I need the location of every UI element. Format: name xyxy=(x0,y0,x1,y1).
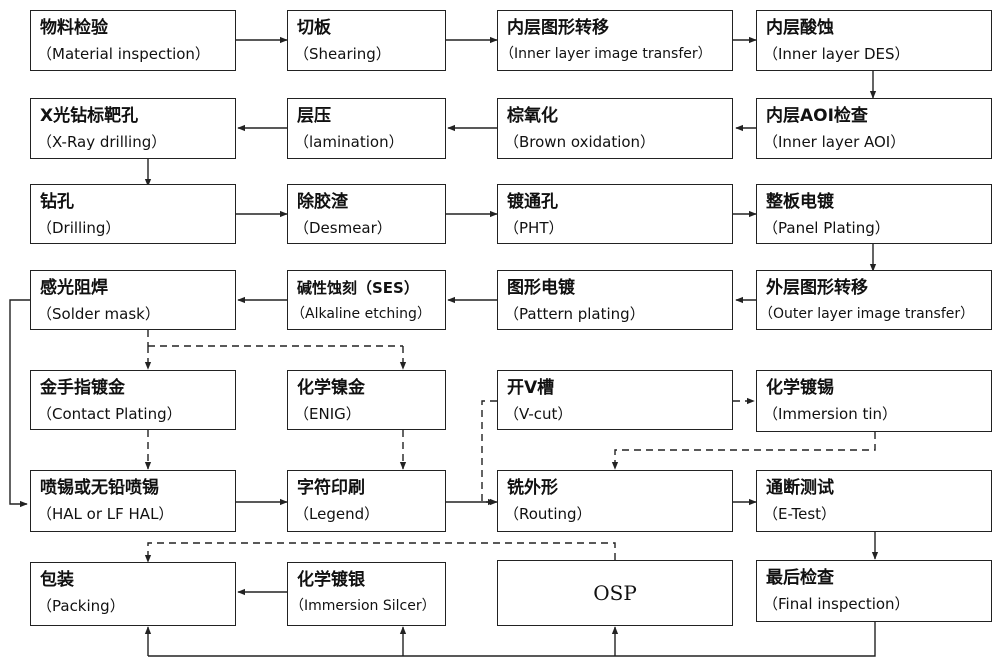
step-subtitle: （Material inspection） xyxy=(37,45,210,63)
step-outer-image-transfer: 外层图形转移 （Outer layer image transfer） xyxy=(756,270,992,330)
dash-vcut-to-routing-loop xyxy=(481,400,497,506)
step-title: 图形电镀 xyxy=(507,278,575,298)
step-panel-plating: 整板电镀 （Panel Plating） xyxy=(756,184,992,244)
step-subtitle: （Immersion tin） xyxy=(763,405,898,423)
step-subtitle: （V-cut） xyxy=(504,405,573,423)
step-subtitle: （Inner layer AOI） xyxy=(763,133,906,151)
step-title: 碱性蚀刻（SES） xyxy=(297,279,419,297)
step-subtitle: （Routing） xyxy=(504,505,592,523)
step-subtitle: （Contact Plating） xyxy=(37,405,182,423)
step-subtitle: （Shearing） xyxy=(294,45,391,63)
step-hal: 喷锡或无铅喷锡 （HAL or LF HAL） xyxy=(30,470,236,532)
step-title: 钻孔 xyxy=(40,192,74,212)
step-inner-des: 内层酸蚀 （Inner layer DES） xyxy=(756,10,992,71)
step-pht: 镀通孔 （PHT） xyxy=(497,184,733,244)
step-material-inspection: 物料检验 （Material inspection） xyxy=(30,10,236,71)
step-contact-plating: 金手指镀金 （Contact Plating） xyxy=(30,370,236,430)
step-subtitle: （Panel Plating） xyxy=(763,219,890,237)
step-pattern-plating: 图形电镀 （Pattern plating） xyxy=(497,270,733,330)
step-title: 开V槽 xyxy=(507,378,555,398)
dash-tin-to-routing xyxy=(611,432,876,470)
step-alkaline-etching: 碱性蚀刻（SES） （Alkaline etching） xyxy=(287,270,446,330)
step-inner-image-transfer: 内层图形转移 （Inner layer image transfer） xyxy=(497,10,733,71)
step-title: 金手指镀金 xyxy=(40,378,125,398)
step-subtitle: （Alkaline etching） xyxy=(291,306,431,322)
step-subtitle: （Inner layer image transfer） xyxy=(500,46,712,62)
step-subtitle: （Legend） xyxy=(294,505,380,523)
step-title: 感光阻焊 xyxy=(40,278,108,298)
step-immersion-tin: 化学镀锡 （Immersion tin） xyxy=(756,370,992,432)
step-e-test: 通断测试 （E-Test） xyxy=(756,470,992,532)
step-subtitle: （Pattern plating） xyxy=(504,305,645,323)
step-subtitle: （ENIG） xyxy=(294,405,361,423)
step-subtitle: （PHT） xyxy=(504,219,564,237)
step-subtitle: （Final inspection） xyxy=(763,595,910,613)
step-title: 层压 xyxy=(297,106,331,126)
step-title: 字符印刷 xyxy=(297,478,365,498)
step-title: 化学镍金 xyxy=(297,378,365,398)
step-inner-aoi: 内层AOI检查 （Inner layer AOI） xyxy=(756,98,992,159)
step-title: 内层AOI检查 xyxy=(766,106,868,126)
step-subtitle: （Outer layer image transfer） xyxy=(759,306,975,322)
step-immersion-silver: 化学镀银 （Immersion Silcer） xyxy=(287,562,446,626)
step-title: 最后检查 xyxy=(766,568,834,588)
step-lamination: 层压 （lamination） xyxy=(287,98,446,159)
step-v-cut: 开V槽 （V-cut） xyxy=(497,370,733,430)
step-legend: 字符印刷 （Legend） xyxy=(287,470,446,532)
step-title: OSP xyxy=(593,581,637,605)
step-subtitle: （Drilling） xyxy=(37,219,121,237)
step-subtitle: （Packing） xyxy=(37,597,125,615)
step-subtitle: （E-Test） xyxy=(763,505,837,523)
step-title: 内层图形转移 xyxy=(507,18,609,38)
step-title: 内层酸蚀 xyxy=(766,18,834,38)
step-title: 除胶渣 xyxy=(297,192,348,212)
step-title: 切板 xyxy=(297,18,331,38)
step-enig: 化学镍金 （ENIG） xyxy=(287,370,446,430)
step-solder-mask: 感光阻焊 （Solder mask） xyxy=(30,270,236,330)
dash-osp-to-packing xyxy=(144,542,616,563)
step-subtitle: （lamination） xyxy=(294,133,404,151)
step-routing: 铣外形 （Routing） xyxy=(497,470,733,532)
step-title: X光钻标靶孔 xyxy=(40,106,139,126)
step-subtitle: （X-Ray drilling） xyxy=(37,133,167,151)
step-title: 铣外形 xyxy=(507,478,558,498)
step-title: 棕氧化 xyxy=(507,106,558,126)
step-desmear: 除胶渣 （Desmear） xyxy=(287,184,446,244)
step-title: 通断测试 xyxy=(766,478,834,498)
step-title: 镀通孔 xyxy=(507,192,558,212)
step-title: 喷锡或无铅喷锡 xyxy=(40,478,159,498)
step-title: 化学镀锡 xyxy=(766,378,834,398)
step-title: 包装 xyxy=(40,570,74,590)
step-subtitle: （Immersion Silcer） xyxy=(290,598,436,614)
step-subtitle: （Solder mask） xyxy=(37,305,160,323)
step-subtitle: （Desmear） xyxy=(294,219,392,237)
step-xray-drilling: X光钻标靶孔 （X-Ray drilling） xyxy=(30,98,236,159)
step-title: 外层图形转移 xyxy=(766,278,868,298)
step-final-inspection: 最后检查 （Final inspection） xyxy=(756,560,992,622)
step-title: 整板电镀 xyxy=(766,192,834,212)
step-shearing: 切板 （Shearing） xyxy=(287,10,446,71)
arrow-soldermask-to-hal xyxy=(9,299,30,508)
step-subtitle: （Inner layer DES） xyxy=(763,45,910,63)
step-packing: 包装 （Packing） xyxy=(30,562,236,626)
step-title: 物料检验 xyxy=(40,18,108,38)
step-title: 化学镀银 xyxy=(297,570,365,590)
step-osp: OSP xyxy=(497,560,733,626)
step-drilling: 钻孔 （Drilling） xyxy=(30,184,236,244)
line-final-bottom xyxy=(148,622,876,657)
step-subtitle: （Brown oxidation） xyxy=(504,133,656,151)
step-subtitle: （HAL or LF HAL） xyxy=(37,505,174,523)
step-brown-oxidation: 棕氧化 （Brown oxidation） xyxy=(497,98,733,159)
